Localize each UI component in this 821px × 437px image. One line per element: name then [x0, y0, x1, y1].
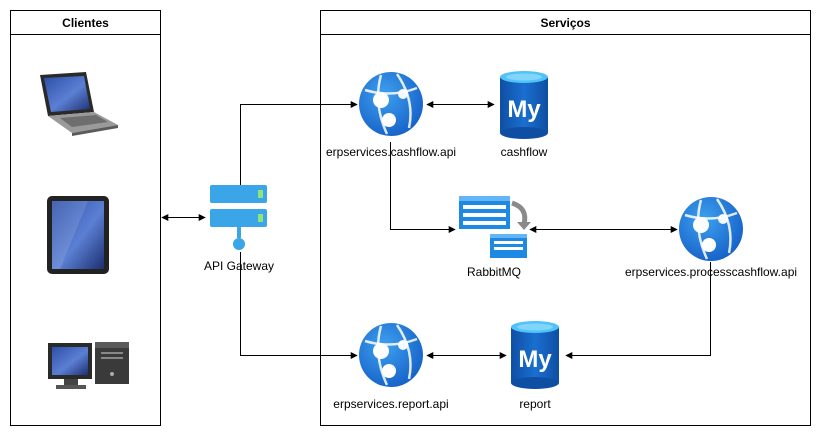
cashflow-db-node[interactable]: cashflow [500, 71, 548, 159]
tablet-icon [47, 196, 109, 274]
message-queue-icon [459, 196, 531, 258]
desktop-computer-icon [48, 342, 129, 389]
report-api-label: erpservices.report.api [333, 397, 448, 411]
api-gateway-node[interactable]: API Gateway [204, 185, 274, 273]
connector-cashflow-api-rabbitmq [390, 142, 456, 233]
connector-gateway-report-api [240, 252, 358, 359]
app-service-icon [357, 70, 425, 138]
connector-processcashflow-report-db [565, 262, 711, 359]
api-gateway-icon [210, 185, 267, 250]
api-gateway-label: API Gateway [204, 259, 274, 273]
report-api-node[interactable]: erpservices.report.api [333, 321, 449, 411]
mysql-database-icon [500, 71, 548, 139]
report-db-node[interactable]: report [511, 321, 559, 411]
app-service-icon [677, 195, 745, 263]
laptop-icon [40, 72, 118, 136]
connector-gateway-cashflow-api [240, 101, 358, 185]
rabbitmq-label: RabbitMQ [467, 265, 521, 279]
cashflow-api-label: erpservices.cashflow.api [326, 145, 456, 159]
report-db-label: report [519, 397, 551, 411]
processcashflow-api-node[interactable]: erpservices.processcashflow.api [625, 195, 797, 279]
cashflow-api-node[interactable]: erpservices.cashflow.api [326, 70, 456, 159]
connectors [161, 101, 711, 359]
services-panel-title: Serviços [540, 16, 590, 30]
app-service-icon [357, 321, 425, 389]
processcashflow-api-label: erpservices.processcashflow.api [625, 265, 797, 279]
mysql-database-icon [511, 321, 559, 389]
rabbitmq-node[interactable]: RabbitMQ [459, 196, 531, 279]
clients-panel-title: Clientes [62, 16, 109, 30]
cashflow-db-label: cashflow [501, 145, 548, 159]
